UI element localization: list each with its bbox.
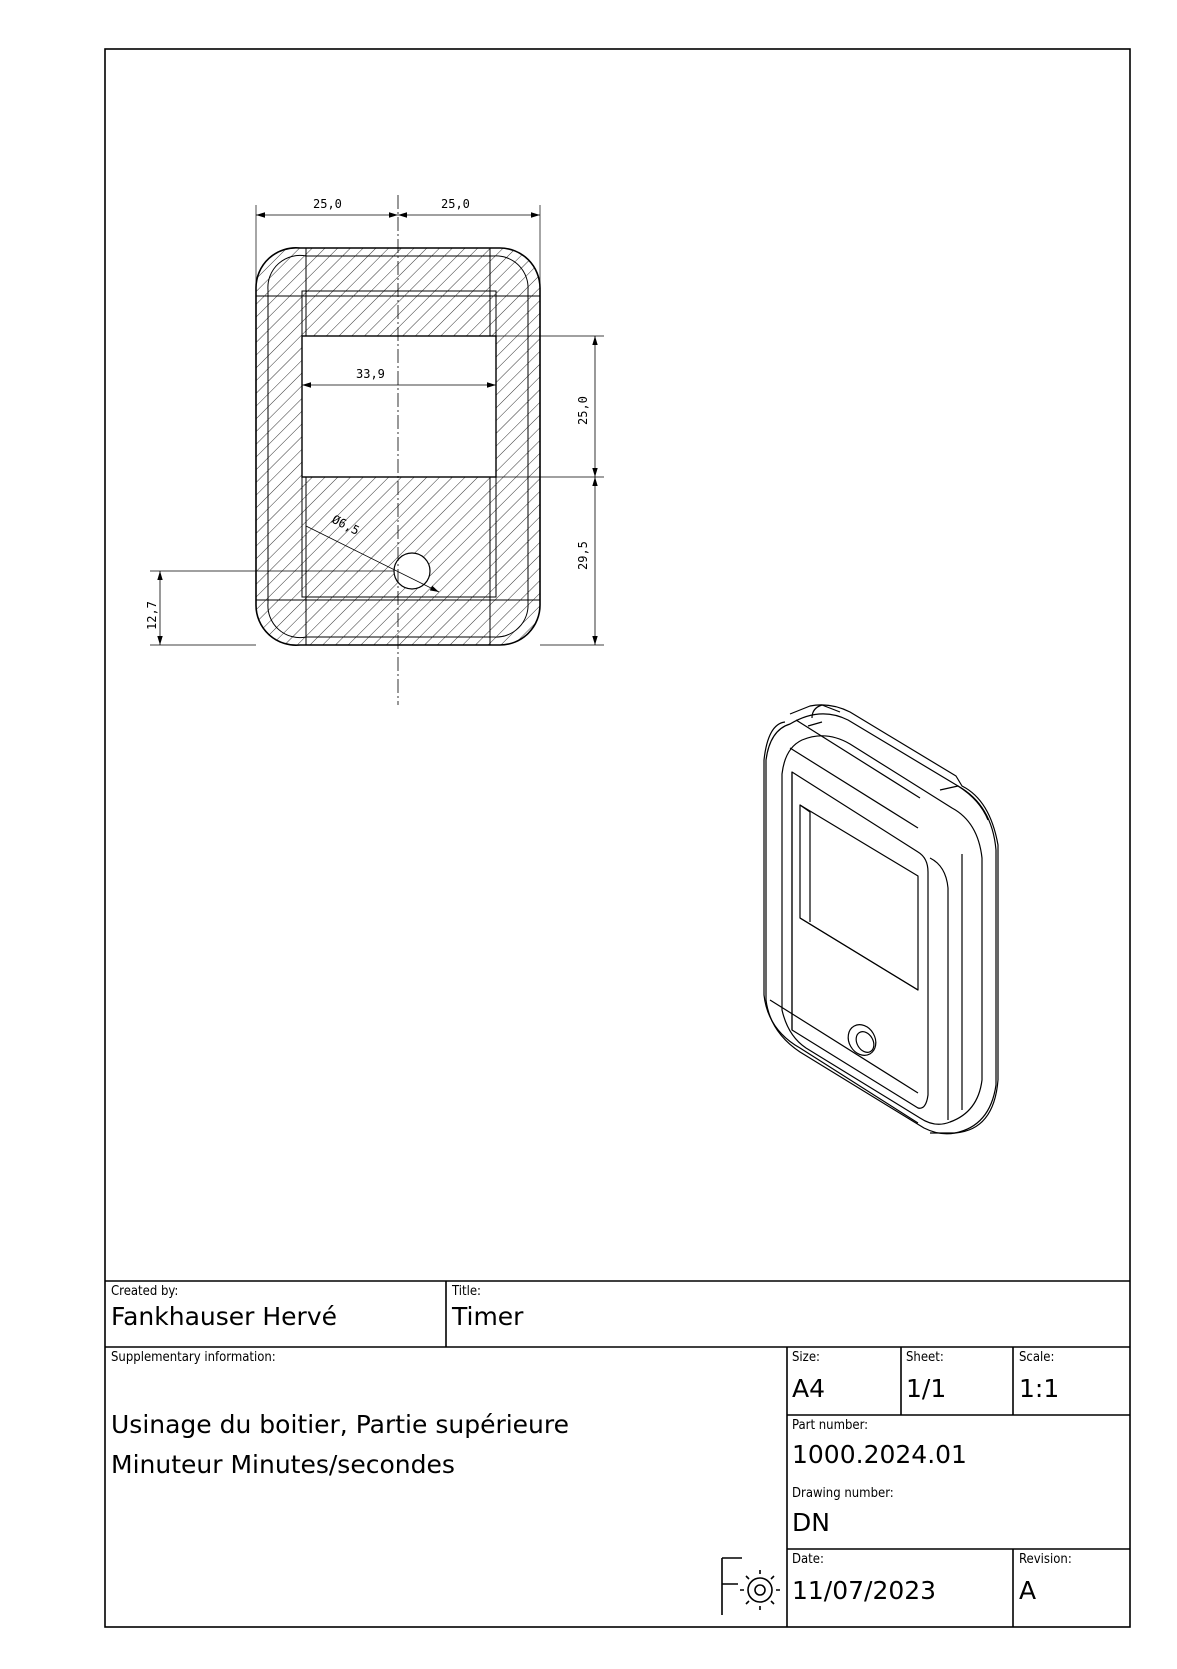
dim-width-left: 25,0: [313, 197, 342, 211]
screw-hole: [393, 552, 431, 590]
created-by-value: Fankhauser Hervé: [111, 1302, 338, 1331]
drawing-number-value: DN: [792, 1508, 830, 1537]
part-number-label: Part number:: [792, 1418, 869, 1433]
supplementary-info-line-2: Minuteur Minutes/secondes: [111, 1450, 455, 1479]
size-label: Size:: [792, 1350, 820, 1365]
drawing-number-label: Drawing number:: [792, 1486, 894, 1501]
sheet-label: Sheet:: [906, 1350, 944, 1365]
dim-line-hole-diameter: [305, 525, 440, 593]
outer-outline: [255, 247, 541, 646]
title-block-lines: [105, 1280, 1130, 1627]
scale-label: Scale:: [1019, 1350, 1055, 1365]
size-value: A4: [792, 1374, 826, 1403]
date-value: 11/07/2023: [792, 1576, 937, 1605]
title-label: Title:: [452, 1284, 481, 1299]
dim-lower-height: 29,5: [576, 541, 590, 570]
dim-opening-width: 33,9: [356, 367, 385, 381]
scale-value: 1:1: [1019, 1374, 1060, 1403]
dim-hole-height: 12,7: [145, 601, 159, 630]
supplementary-info-label: Supplementary information:: [111, 1350, 276, 1365]
title-value: Timer: [452, 1302, 524, 1331]
isometric-view: [763, 704, 999, 1135]
dim-width-right: 25,0: [441, 197, 470, 211]
dim-opening-height: 25,0: [576, 396, 590, 425]
sheet-value: 1/1: [906, 1374, 947, 1403]
part-number-value: 1000.2024.01: [792, 1440, 967, 1469]
revision-value: A: [1019, 1576, 1037, 1605]
display-window: [301, 335, 497, 478]
company-logo: [721, 1557, 780, 1615]
supplementary-info-line-1: Usinage du boitier, Partie supérieure: [111, 1410, 570, 1439]
section-hatch: [255, 247, 540, 646]
sheet-border: [104, 48, 1131, 1628]
front-view: 25,0 25,0 33,9 25,0 29,5 12,7 Ø6,5: [145, 195, 604, 705]
date-label: Date:: [792, 1552, 824, 1567]
revision-label: Revision:: [1019, 1552, 1072, 1567]
created-by-label: Created by:: [111, 1284, 179, 1299]
